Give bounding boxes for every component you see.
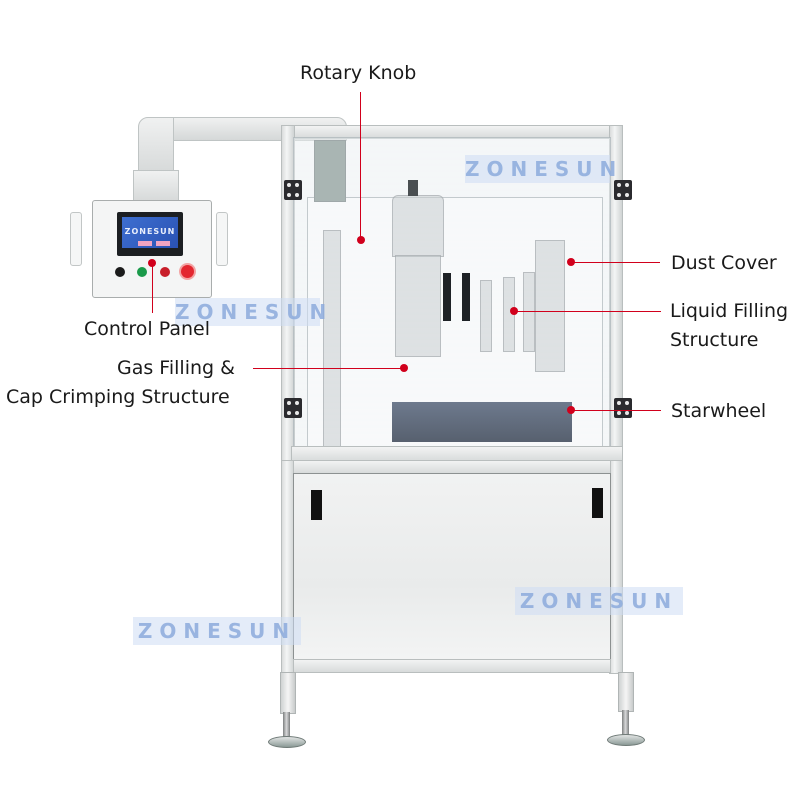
filling-nozzle <box>523 272 535 352</box>
leader-line-gas-filling <box>253 368 404 369</box>
cabinet-bottom-rail <box>293 659 611 673</box>
watermark: ZONESUN <box>175 298 334 326</box>
hinge <box>284 180 302 200</box>
liquid-tank <box>535 240 565 372</box>
leader-line-rotary-knob <box>360 92 361 240</box>
overhead-arm-vertical <box>133 170 179 204</box>
start-button[interactable] <box>137 267 147 277</box>
watermark: ZONESUN <box>133 617 301 645</box>
label-liquid-filling-line-2: Structure <box>670 329 759 351</box>
callout-dot-gas-filling <box>400 364 408 372</box>
crimping-head <box>392 195 444 257</box>
filling-nozzle <box>480 280 492 352</box>
door-handle-left <box>443 273 451 321</box>
label-starwheel: Starwheel <box>671 400 767 422</box>
top-duct <box>314 140 346 202</box>
door-handle-right <box>462 273 470 321</box>
screen-logo: ZONESUN <box>124 227 176 236</box>
cabinet-door[interactable] <box>293 473 611 660</box>
label-gas-filling-line-2: Cap Crimping Structure <box>6 386 230 408</box>
screen-button-2[interactable] <box>156 241 170 246</box>
label-control-panel: Control Panel <box>84 318 210 340</box>
watermark: ZONESUN <box>465 155 624 183</box>
hinge <box>614 180 632 200</box>
leader-line-dust-cover <box>571 262 660 263</box>
guide-column <box>323 230 341 452</box>
label-dust-cover: Dust Cover <box>671 252 777 274</box>
overhead-arm-elbow <box>138 117 174 177</box>
panel-handle-right <box>216 212 228 266</box>
emergency-stop-button[interactable] <box>181 265 194 278</box>
cabinet-top-rail <box>293 460 611 474</box>
door-handle-slot-right[interactable] <box>592 488 603 518</box>
leveling-rod-left <box>283 712 290 740</box>
leader-line-control-panel <box>152 263 153 313</box>
knob-switch[interactable] <box>115 267 125 277</box>
leader-line-starwheel <box>571 410 661 411</box>
hinge <box>284 398 302 418</box>
leader-line-liquid-filling <box>514 311 661 312</box>
leg-left <box>280 672 296 714</box>
label-rotary-knob: Rotary Knob <box>300 62 417 84</box>
rotary-knob-top <box>408 180 418 196</box>
label-liquid-filling-line-1: Liquid Filling <box>670 300 789 322</box>
starwheel-platform <box>392 402 572 442</box>
label-gas-filling-line-1: Gas Filling & <box>117 357 235 379</box>
callout-dot-rotary-knob <box>357 236 365 244</box>
watermark: ZONESUN <box>515 587 683 615</box>
panel-handle-left <box>70 212 82 266</box>
leveling-foot-left <box>268 736 306 748</box>
cabinet-post-right <box>609 460 623 674</box>
hinge <box>614 398 632 418</box>
leveling-rod-right <box>622 710 629 738</box>
leg-right <box>618 672 634 712</box>
touch-screen[interactable]: ZONESUN <box>117 212 183 256</box>
crimping-column <box>395 255 441 357</box>
screen-button-1[interactable] <box>138 241 152 246</box>
stop-button[interactable] <box>160 267 170 277</box>
door-handle-slot-left[interactable] <box>311 490 322 520</box>
leveling-foot-right <box>607 734 645 746</box>
